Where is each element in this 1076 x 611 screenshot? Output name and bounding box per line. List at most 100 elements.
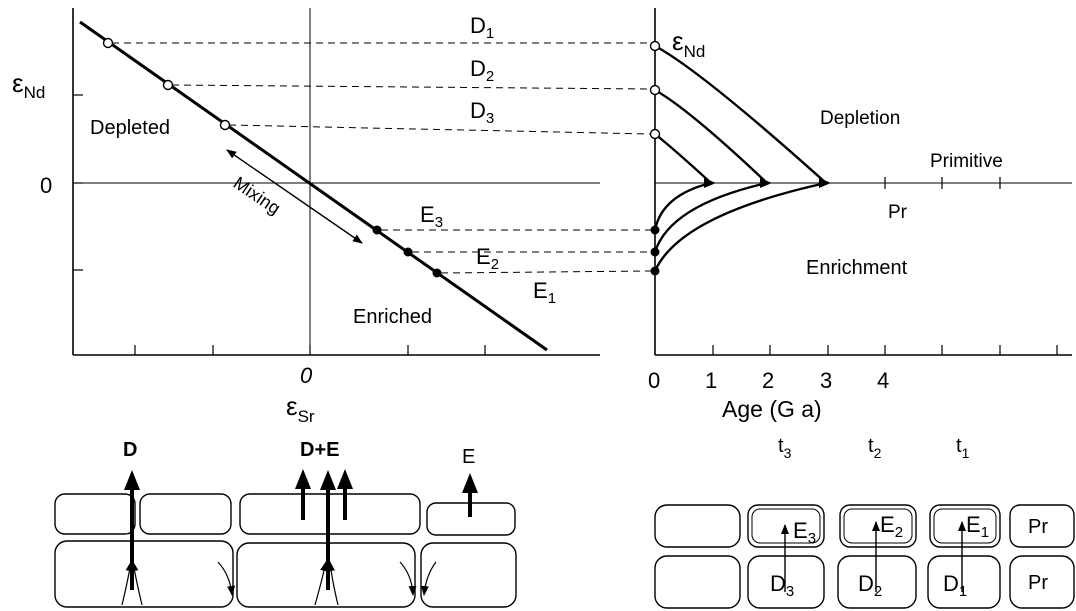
top-box-label-e3: E3 xyxy=(793,518,816,547)
top-box-label-pr: Pr xyxy=(1028,516,1048,538)
right-x-tick-label: 4 xyxy=(877,368,889,393)
right-x-ticks xyxy=(712,345,1058,355)
up-arrow-d-head xyxy=(124,470,140,490)
left-plot: εNd 0 0 εSr Depleted Enriched Mixing xyxy=(12,8,600,426)
top-box-e2-inner xyxy=(843,508,913,544)
primitive-label: Primitive xyxy=(930,151,1003,172)
depleted-point-d1 xyxy=(102,37,114,49)
left-y-ticks xyxy=(73,94,83,271)
time-label-t1: t1 xyxy=(956,435,970,461)
right-x-axis-title: Age (G a) xyxy=(722,396,822,422)
arrowhead-t1 xyxy=(704,178,716,188)
up-arrow-small-head xyxy=(337,469,353,489)
right-point-d2 xyxy=(649,84,661,96)
right-x-tick-label: 0 xyxy=(648,368,660,393)
bottom-box-pr xyxy=(1009,555,1075,609)
bottom-box-label-d2: D2 xyxy=(858,571,882,600)
left-top-block xyxy=(139,493,232,535)
region-depleted-label: Depleted xyxy=(90,117,170,139)
bottom-box-d2 xyxy=(837,555,917,609)
top-box-e2 xyxy=(839,504,917,548)
right-point-d1 xyxy=(649,40,661,52)
right-x-tick-label: 1 xyxy=(705,368,717,393)
convection-arrow xyxy=(314,561,328,606)
top-box-pr xyxy=(1009,504,1075,548)
convection-arrow xyxy=(327,561,339,606)
mixing-label: Mixing xyxy=(230,173,284,219)
connector-e1 xyxy=(440,270,652,274)
right-y-axis-label: εNd xyxy=(672,26,705,61)
top-box-e1 xyxy=(929,504,1001,548)
arrow-label-de: D+E xyxy=(300,439,339,461)
left-top-block xyxy=(54,493,136,535)
top-box-label-e2: E2 xyxy=(880,512,903,541)
convection-arrow xyxy=(121,561,134,606)
right-schematic: t3 t2 t1 E3 E2 E1 Pr D3 D2 D1 Pr xyxy=(654,435,1075,609)
up-arrow-small-head xyxy=(295,469,311,489)
bottom-box-label-d1: D1 xyxy=(943,571,967,600)
right-x-tick-label: 3 xyxy=(820,368,832,393)
curve-d2 xyxy=(654,88,768,184)
left-y-zero-label: 0 xyxy=(40,173,52,198)
depleted-point-d2 xyxy=(162,79,174,91)
left-schematic: D D+E E xyxy=(54,439,517,608)
label-d2: D2 xyxy=(470,56,494,85)
label-d3: D3 xyxy=(470,98,494,127)
top-box-e3-inner xyxy=(751,508,821,544)
connectors: D1 D2 D3 E3 E2 E1 xyxy=(112,13,652,307)
arrow-label-e: E xyxy=(462,446,475,468)
curve-e2 xyxy=(653,181,768,253)
bottom-box-label-d3: D3 xyxy=(770,571,794,600)
convection-arrow xyxy=(130,561,143,606)
label-e1: E1 xyxy=(533,278,556,307)
label-e3: E3 xyxy=(420,202,443,231)
region-enrichment-label: Enrichment xyxy=(806,257,908,279)
enriched-point-e3 xyxy=(372,225,382,235)
right-zero-line-ticks xyxy=(884,177,1001,189)
left-bottom-cell xyxy=(54,540,234,608)
connector-d3 xyxy=(228,124,652,135)
top-box-e3 xyxy=(747,504,825,548)
right-point-e1 xyxy=(650,266,660,276)
left-x-zero-label: 0 xyxy=(300,363,313,388)
depleted-point-d3 xyxy=(219,119,231,131)
curve-d1 xyxy=(654,44,827,184)
region-depletion-label: Depletion xyxy=(820,108,900,129)
arrowhead-t3 xyxy=(819,178,831,188)
pr-label: Pr xyxy=(888,202,908,223)
region-enriched-label: Enriched xyxy=(353,306,432,328)
arrowhead-t2 xyxy=(760,178,772,188)
label-d1: D1 xyxy=(470,13,494,42)
right-x-tick-label: 2 xyxy=(762,368,774,393)
bottom-box-d1 xyxy=(927,555,1001,609)
convection-arrow xyxy=(420,561,437,596)
arrow-label-d: D xyxy=(123,439,137,461)
convection-arrow xyxy=(217,561,236,596)
right-point-d3 xyxy=(649,128,661,140)
connector-d2 xyxy=(171,84,652,90)
enriched-point-e1 xyxy=(432,268,442,278)
curve-d3 xyxy=(654,133,712,184)
curve-e1 xyxy=(653,181,827,272)
mixing-arrow xyxy=(226,149,363,244)
time-label-t3: t3 xyxy=(778,435,792,461)
top-box-empty xyxy=(654,504,741,548)
top-box-label-e1: E1 xyxy=(966,512,989,541)
top-box-e1-inner xyxy=(933,508,997,544)
left-x-ticks xyxy=(134,345,486,355)
left-y-axis-label: εNd xyxy=(12,68,45,102)
convection-arrow xyxy=(399,561,417,596)
bottom-box-d3 xyxy=(747,555,825,609)
enriched-point-e2 xyxy=(403,247,413,257)
right-point-e2 xyxy=(650,247,660,257)
bottom-box-label-pr: Pr xyxy=(1028,572,1048,594)
bottom-box-empty xyxy=(654,555,741,609)
right-point-e3 xyxy=(650,225,660,235)
time-label-t2: t2 xyxy=(868,435,882,461)
curve-e3 xyxy=(653,181,712,231)
up-arrow-e-head xyxy=(462,473,478,493)
label-e2: E2 xyxy=(476,244,499,273)
right-plot: εNd Depletion Primitive Pr Enrichment 0 … xyxy=(648,8,1072,422)
left-x-axis-label: εSr xyxy=(286,391,315,426)
